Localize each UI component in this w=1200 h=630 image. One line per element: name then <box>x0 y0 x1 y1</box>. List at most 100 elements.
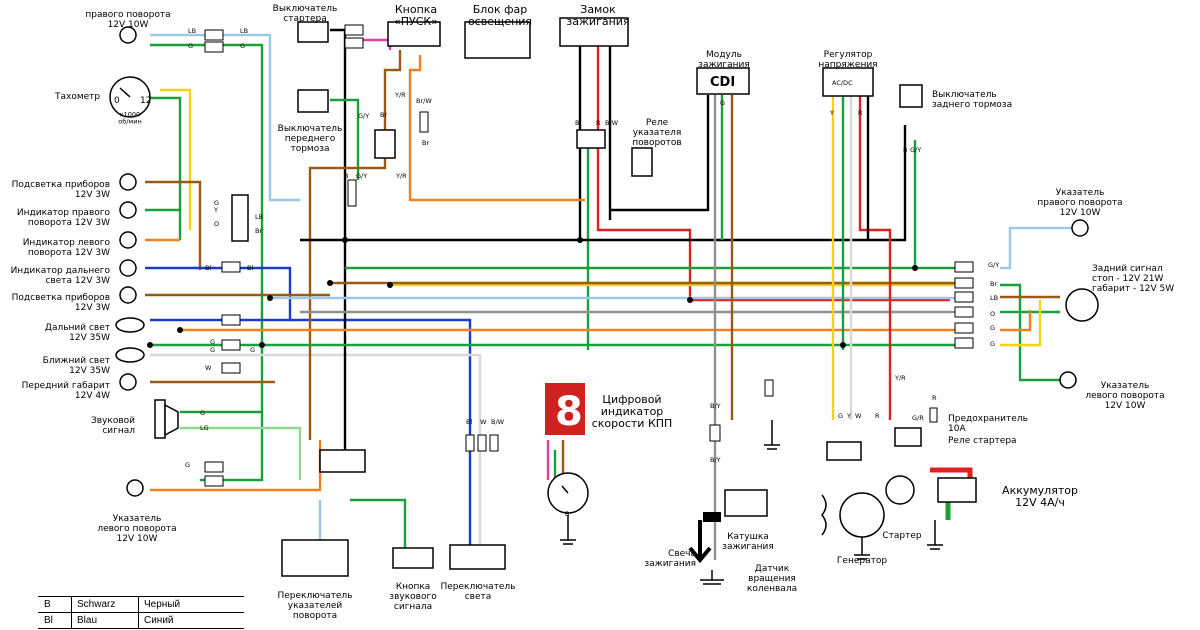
label-line: Индикатор левого <box>23 238 111 248</box>
generator-connector <box>826 441 862 461</box>
wire-horn-button <box>350 498 407 560</box>
wire-code: Y <box>829 109 834 117</box>
lamp-right-turn-top <box>119 26 137 44</box>
gear-sensor-arm <box>561 485 569 494</box>
machine-group <box>821 475 915 538</box>
wire-code: B/Y <box>710 402 721 410</box>
label-line: зажигания <box>722 542 774 552</box>
label-line: 12V 3W <box>75 190 110 200</box>
horn-button-box <box>392 547 434 569</box>
connector <box>221 314 241 326</box>
handlebar-connector-box <box>319 449 366 473</box>
tach-label-12: 12 <box>140 96 151 106</box>
label-line: 12V 10W <box>117 534 158 544</box>
horn-body <box>154 399 166 439</box>
wire-code: B <box>575 119 579 127</box>
label-line: поворотов <box>632 138 681 148</box>
wire-high-ind <box>145 266 472 550</box>
lamp-high-ind <box>119 259 137 277</box>
label-line: сигнала <box>394 602 432 612</box>
label-line: поворота 12V 3W <box>28 248 110 258</box>
wire-code: B/W <box>605 119 619 127</box>
wire-code: Br/W <box>416 97 432 105</box>
wire-code-labels: LB G LB G G/Y Y/R Br Br/W Br Y/R B G/Y G… <box>185 27 999 518</box>
label-line: Блок фар <box>473 3 528 16</box>
label-line: указателя <box>633 128 682 138</box>
label-line: Индикатор правого <box>17 208 111 218</box>
label-line: зажигания <box>698 60 750 70</box>
label-line: левого поворота <box>97 524 176 534</box>
wire-code: B <box>565 510 569 518</box>
lamp-high-beam <box>115 317 145 333</box>
label-line: 12V 10W <box>108 20 149 30</box>
label-line: стоп - 12V 21W <box>1092 274 1163 284</box>
ground-icon <box>560 515 576 545</box>
label-line: правого поворота <box>1037 198 1122 208</box>
wire-yr <box>308 50 402 440</box>
label-line: Выключатель <box>278 124 343 134</box>
module-group <box>231 17 977 577</box>
starter-icon <box>885 475 915 505</box>
label-line: света <box>465 592 492 602</box>
ground-icon <box>764 420 780 450</box>
wire-code: LG <box>200 424 209 432</box>
wire-code: Bl <box>466 418 472 426</box>
connector <box>204 29 224 41</box>
rear-brake-box <box>899 84 923 108</box>
label-line: правого поворота <box>85 10 170 20</box>
connector <box>477 434 487 452</box>
lamp-right-ind <box>119 201 137 219</box>
ignition-connector <box>576 129 606 149</box>
label-line: зажигания <box>566 15 629 28</box>
connector <box>764 379 774 397</box>
wire-code: G <box>214 199 219 207</box>
connector <box>954 277 974 289</box>
label-line: Подсветка приборов <box>12 293 110 303</box>
connector <box>954 261 974 273</box>
connector <box>204 41 224 53</box>
lamp-front-pos <box>119 373 137 391</box>
label-line: Замок <box>580 3 616 16</box>
label-line: 12V 35W <box>69 366 110 376</box>
wire-code: G <box>990 324 995 332</box>
bus-black <box>300 125 907 242</box>
lamp-left-ind <box>119 231 137 249</box>
label-line: Катушка <box>727 532 769 542</box>
junction-dot <box>267 295 273 301</box>
legend-de: Schwarz <box>71 596 139 613</box>
wire-code: G/Y <box>988 261 999 269</box>
light-switch-box <box>449 544 506 570</box>
label-line: Выключатель <box>273 4 338 14</box>
color-legend: B Schwarz Черный Bl Blau Синий <box>38 596 244 629</box>
label-line: звукового <box>389 592 437 602</box>
junction-dot <box>342 237 348 243</box>
ground-icon <box>700 570 724 585</box>
lamp-low-beam <box>115 347 145 363</box>
wire-br-main <box>408 55 585 202</box>
connector <box>221 261 241 273</box>
label-line: Выключатель <box>932 90 997 100</box>
connector <box>954 306 974 318</box>
wire-code: G <box>720 99 725 107</box>
wire-code: G <box>200 409 205 417</box>
wire-code: W <box>480 418 487 426</box>
